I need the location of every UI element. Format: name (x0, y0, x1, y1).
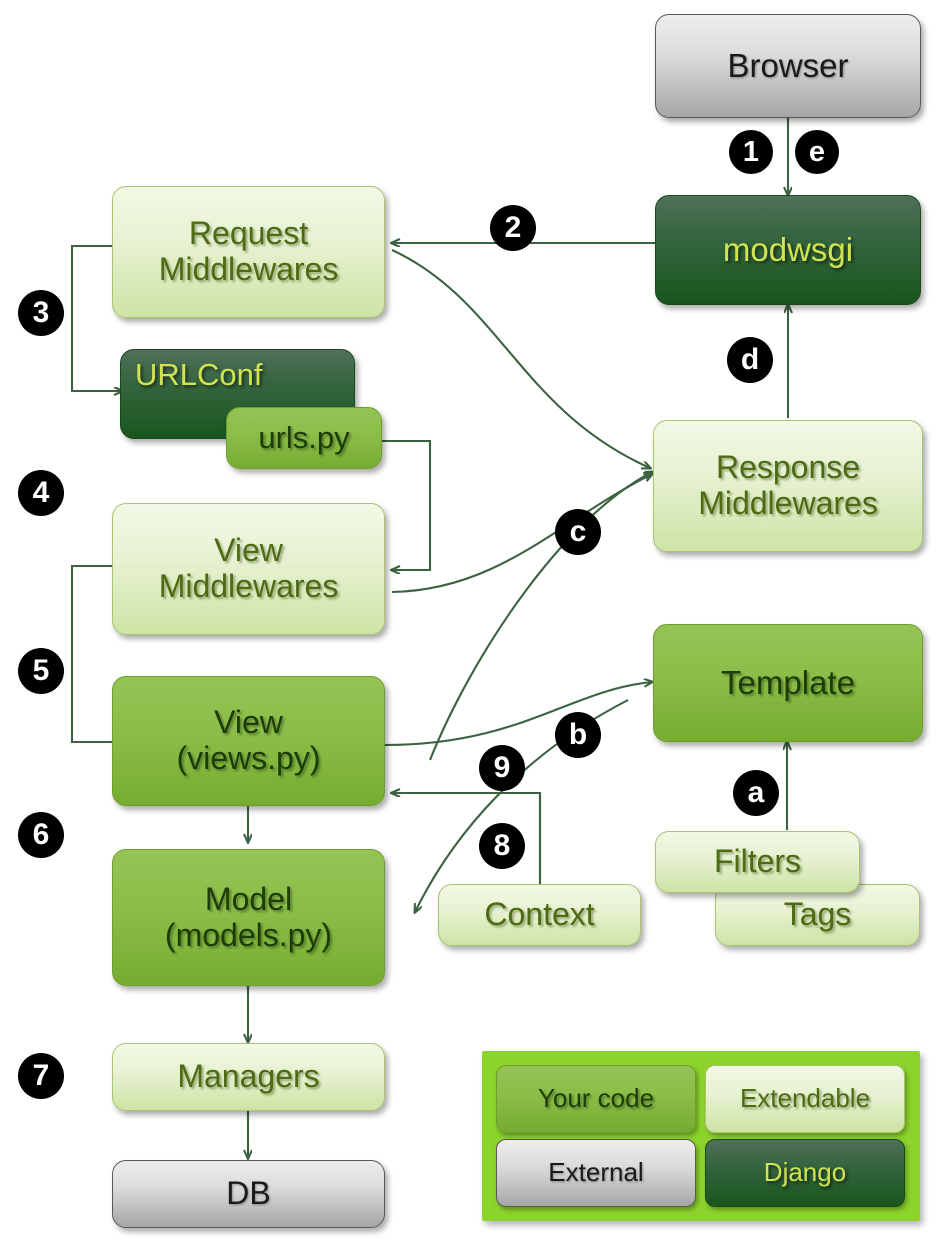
step-badge-e: e (795, 130, 839, 174)
step-badge-6-label: 6 (32, 818, 50, 851)
step-badge-d-label: d (740, 343, 760, 376)
node-modwsgi[interactable]: modwsgi (655, 195, 921, 305)
step-badge-1: 1 (729, 130, 773, 174)
step-badge-c: c (555, 509, 601, 555)
wire-urlspy-view-mw (382, 439, 432, 570)
step-badge-9-label: 9 (493, 751, 511, 784)
node-model-line1: Model (204, 880, 293, 917)
step-badge-a-label: a (747, 776, 765, 809)
step-badge-8-label: 8 (493, 829, 511, 862)
node-view-middlewares-line2: Middlewares (158, 568, 339, 604)
legend-item-external-label: External (548, 1157, 644, 1188)
node-tags[interactable]: Tags (715, 884, 920, 946)
legend-item-external[interactable]: External (496, 1139, 696, 1207)
step-badge-5-label: 5 (32, 654, 50, 687)
node-view-middlewares-line1: View (214, 532, 283, 569)
step-badge-8: 8 (479, 823, 525, 869)
step-badge-c-label: c (569, 515, 587, 548)
step-badge-7-label: 7 (32, 1059, 50, 1092)
node-tags-label: Tags (783, 896, 852, 933)
step-badge-2: 2 (490, 205, 536, 251)
step-badge-3: 3 (18, 290, 64, 336)
step-badge-b-label: b (568, 718, 588, 751)
legend-item-your-code[interactable]: Your code (496, 1065, 696, 1133)
node-browser-label: Browser (727, 46, 849, 84)
node-db-label: DB (226, 1175, 271, 1212)
step-badge-e-label: e (808, 135, 826, 168)
node-view-middlewares[interactable]: View Middlewares (112, 503, 385, 635)
node-response-middlewares-line1: Response (715, 449, 861, 486)
legend-item-django-label: Django (763, 1157, 847, 1188)
legend-item-django[interactable]: Django (705, 1139, 905, 1207)
step-badge-5: 5 (18, 648, 64, 694)
node-urlconf-label: URLConf (135, 357, 263, 392)
step-badge-7: 7 (18, 1053, 64, 1099)
node-view[interactable]: View (views.py) (112, 676, 385, 806)
node-view-line2: (views.py) (176, 740, 321, 776)
legend-item-extendable[interactable]: Extendable (705, 1065, 905, 1133)
node-request-middlewares-line1: Request (188, 215, 309, 252)
legend-item-extendable-label: Extendable (739, 1083, 871, 1114)
legend-item-your-code-label: Your code (537, 1083, 655, 1114)
wire-view-response-curve (429, 472, 652, 761)
step-badge-3-label: 3 (32, 296, 50, 329)
step-badge-9: 9 (479, 745, 525, 791)
node-template[interactable]: Template (653, 624, 923, 742)
step-badge-4: 4 (18, 470, 64, 516)
node-response-middlewares-line2: Middlewares (698, 485, 878, 521)
node-model[interactable]: Model (models.py) (112, 849, 385, 986)
node-browser[interactable]: Browser (655, 14, 921, 118)
node-urlspy-label: urls.py (258, 419, 350, 455)
node-managers[interactable]: Managers (112, 1043, 385, 1111)
step-badge-1-label: 1 (742, 135, 760, 168)
node-request-middlewares-line2: Middlewares (158, 251, 339, 287)
step-badge-b: b (555, 712, 601, 758)
node-managers-label: Managers (177, 1058, 320, 1095)
step-badge-4-label: 4 (32, 476, 50, 509)
node-filters-label: Filters (713, 843, 802, 880)
node-view-line1: View (214, 704, 283, 741)
node-filters[interactable]: Filters (655, 831, 860, 893)
node-response-middlewares[interactable]: Response Middlewares (653, 420, 923, 552)
node-modwsgi-label: modwsgi (722, 230, 854, 268)
node-model-line2: (models.py) (164, 916, 333, 953)
node-context-label: Context (484, 896, 595, 933)
wire-view-template (384, 682, 652, 747)
node-urlspy[interactable]: urls.py (226, 407, 382, 469)
step-badge-2-label: 2 (504, 211, 522, 244)
step-badge-d: d (727, 337, 773, 383)
node-request-middlewares[interactable]: Request Middlewares (112, 186, 385, 318)
legend-panel: Your code Extendable External Django (482, 1051, 920, 1221)
wire-request-mw-response-mw (391, 249, 650, 468)
node-context[interactable]: Context (438, 884, 641, 946)
node-template-label: Template (721, 663, 855, 701)
step-badge-6: 6 (18, 812, 64, 858)
step-badge-a: a (733, 770, 779, 816)
wire-view-mw-response-mw (391, 474, 652, 594)
node-db[interactable]: DB (112, 1160, 385, 1228)
